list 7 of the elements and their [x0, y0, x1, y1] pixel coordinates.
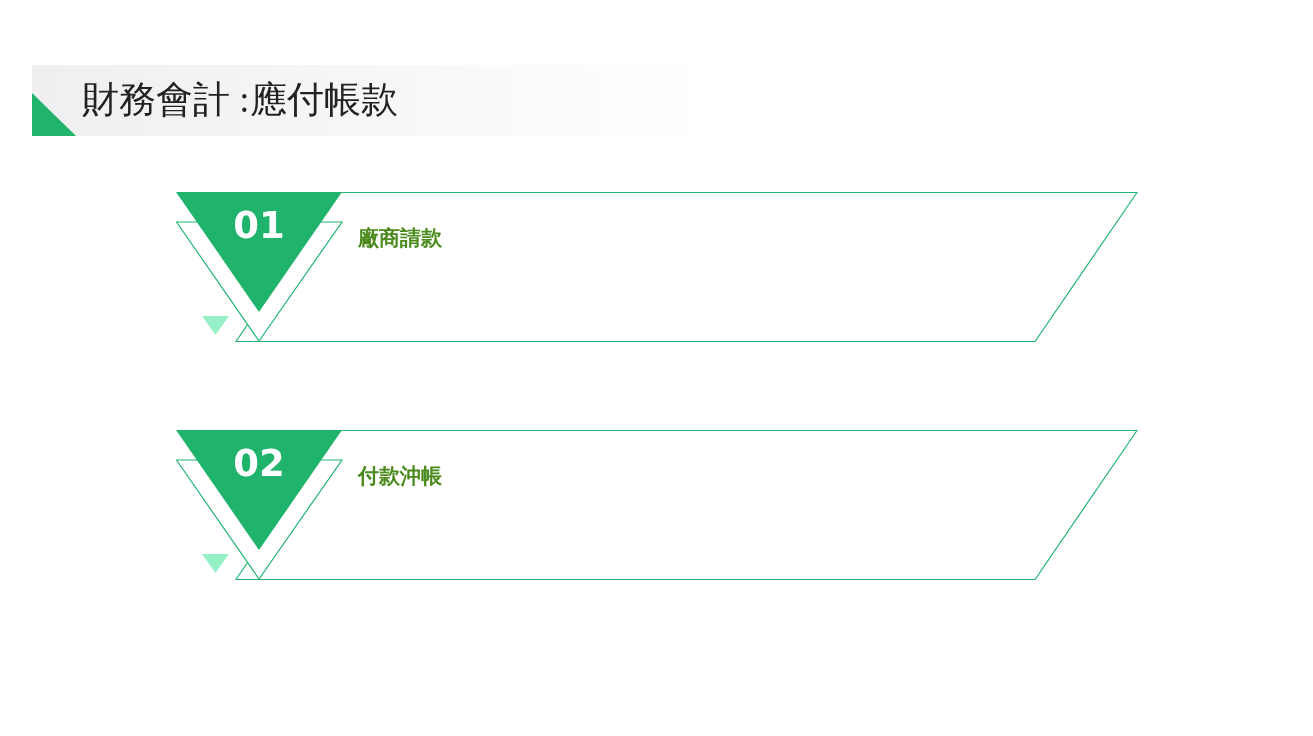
step-label: 廠商請款	[358, 225, 442, 252]
step-number: 02	[232, 442, 286, 486]
step-label: 付款沖帳	[358, 463, 442, 490]
slide-title: 財務會計 :應付帳款	[82, 78, 398, 122]
step-number: 01	[232, 204, 286, 248]
step-banner	[176, 192, 1138, 342]
step-banner	[176, 430, 1138, 580]
